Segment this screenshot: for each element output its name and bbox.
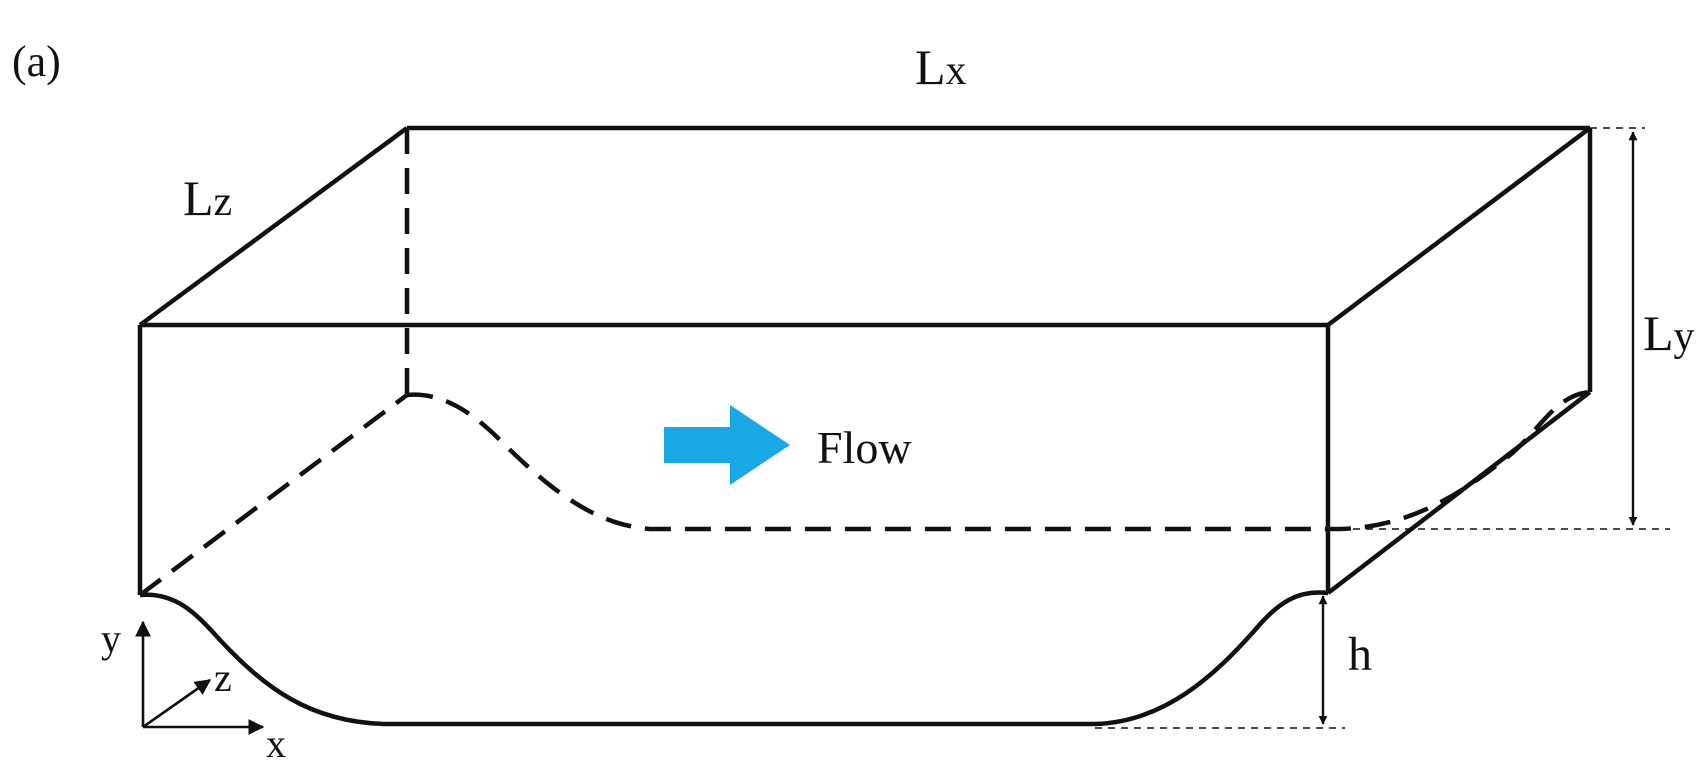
flow-label: Flow	[817, 422, 912, 473]
top-right-depth-edge	[1326, 126, 1592, 327]
box-hidden-edges	[138, 128, 1591, 597]
axis-z-label: z	[214, 655, 232, 700]
coordinate-axes	[135, 620, 265, 735]
lx-label: Lx	[915, 39, 967, 95]
ly-main: L	[1643, 305, 1674, 361]
lx-main: L	[915, 39, 946, 95]
reference-lines	[1095, 127, 1670, 729]
lx-subscript: x	[946, 48, 967, 94]
axis-x-label: x	[266, 721, 286, 766]
panel-label: (a)	[12, 37, 61, 86]
lz-main: L	[183, 170, 214, 226]
flow-arrow-icon	[664, 405, 790, 485]
ly-label: Ly	[1643, 305, 1695, 361]
top-left-depth-edge	[138, 126, 409, 327]
lz-subscript: z	[214, 179, 233, 225]
axis-y-label: y	[101, 616, 121, 661]
front-bottom-wall-profile	[139, 590, 1329, 727]
back-bottom-wall-profile	[406, 389, 1591, 532]
ly-subscript: y	[1674, 314, 1695, 360]
z-axis-arrow	[142, 678, 212, 729]
bottom-left-depth-edge	[138, 393, 409, 597]
h-label: h	[1348, 628, 1372, 681]
box-solid-edges	[137, 125, 1593, 727]
lz-label: Lz	[183, 170, 232, 226]
